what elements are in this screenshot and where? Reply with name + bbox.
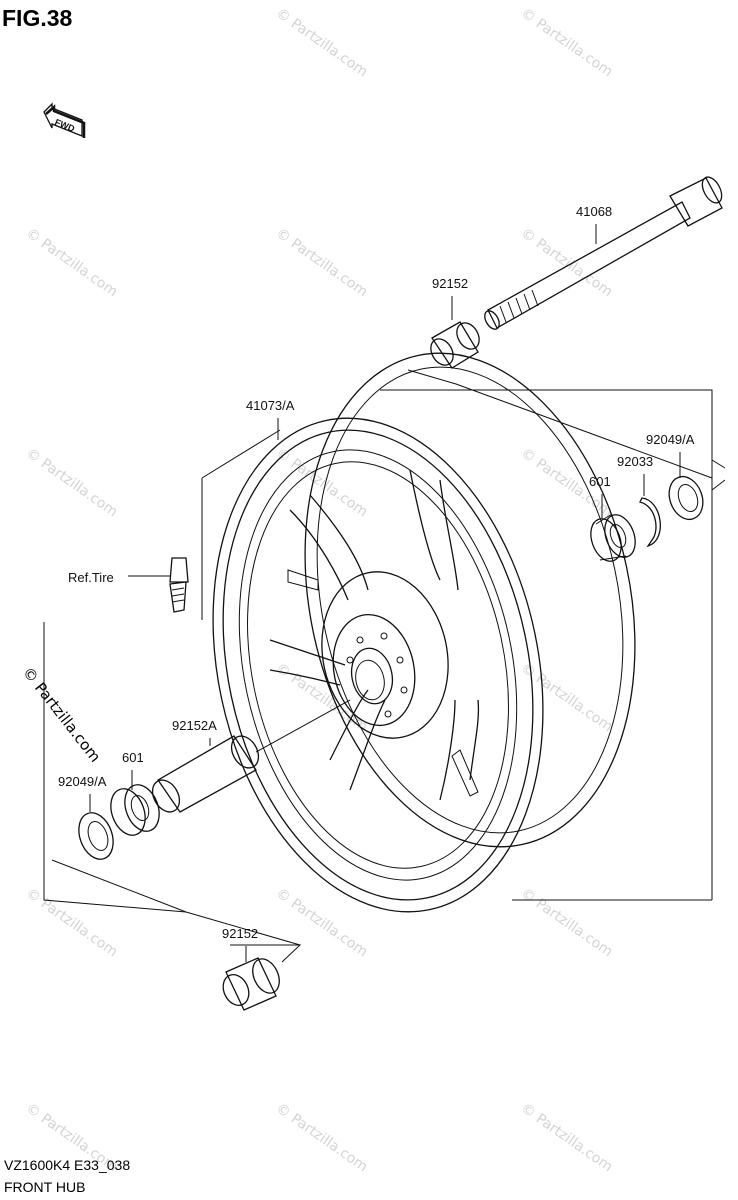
model-code: VZ1600K4 E33_038 xyxy=(4,1157,130,1173)
label-41073a: 41073/A xyxy=(246,398,295,413)
part-spacer-92152-top[interactable] xyxy=(426,319,483,369)
label-41068: 41068 xyxy=(576,204,612,219)
label-601-right: 601 xyxy=(589,474,611,489)
part-spacer-92152-bottom[interactable] xyxy=(218,955,284,1011)
fwd-arrow-icon: FWD xyxy=(43,102,86,138)
part-oil-seal-92049a-left[interactable] xyxy=(73,808,119,864)
watermark: © Partzilla.com xyxy=(273,5,371,80)
label-601-left: 601 xyxy=(122,750,144,765)
part-wheel-41073a[interactable] xyxy=(170,322,679,943)
assembly-frame-lines xyxy=(43,369,726,963)
part-circlip-92033[interactable] xyxy=(639,497,661,548)
section-name: FRONT HUB xyxy=(4,1179,85,1195)
label-92152-top: 92152 xyxy=(432,276,468,291)
label-92049a-right: 92049/A xyxy=(646,432,695,447)
watermark: © Partzilla.com xyxy=(273,1100,371,1175)
watermark: © Partzilla.com xyxy=(518,1100,616,1175)
part-oil-seal-92049a-right[interactable] xyxy=(663,472,708,524)
watermark: © Partzilla.com xyxy=(23,225,121,300)
watermark: © Partzilla.com xyxy=(23,885,121,960)
label-92152-bottom: 92152 xyxy=(222,926,258,941)
watermark-main: © Partzilla.com xyxy=(19,663,104,765)
watermark: © Partzilla.com xyxy=(518,885,616,960)
label-92033: 92033 xyxy=(617,454,653,469)
part-bearing-601-right[interactable] xyxy=(585,511,640,566)
label-ref-tire: Ref.Tire xyxy=(68,570,114,585)
label-92049a-left: 92049/A xyxy=(58,774,107,789)
watermark: © Partzilla.com xyxy=(273,885,371,960)
figure-title: FIG.38 xyxy=(2,5,73,31)
watermark: © Partzilla.com xyxy=(273,225,371,300)
part-bearing-601-left[interactable] xyxy=(105,780,165,840)
part-hub-spacer-92152a[interactable] xyxy=(147,699,351,817)
part-tire-valve[interactable] xyxy=(128,557,189,613)
watermark: © Partzilla.com xyxy=(23,445,121,520)
label-92152a: 92152A xyxy=(172,718,217,733)
part-axle-41068[interactable] xyxy=(482,174,726,332)
watermark: © Partzilla.com xyxy=(518,5,616,80)
